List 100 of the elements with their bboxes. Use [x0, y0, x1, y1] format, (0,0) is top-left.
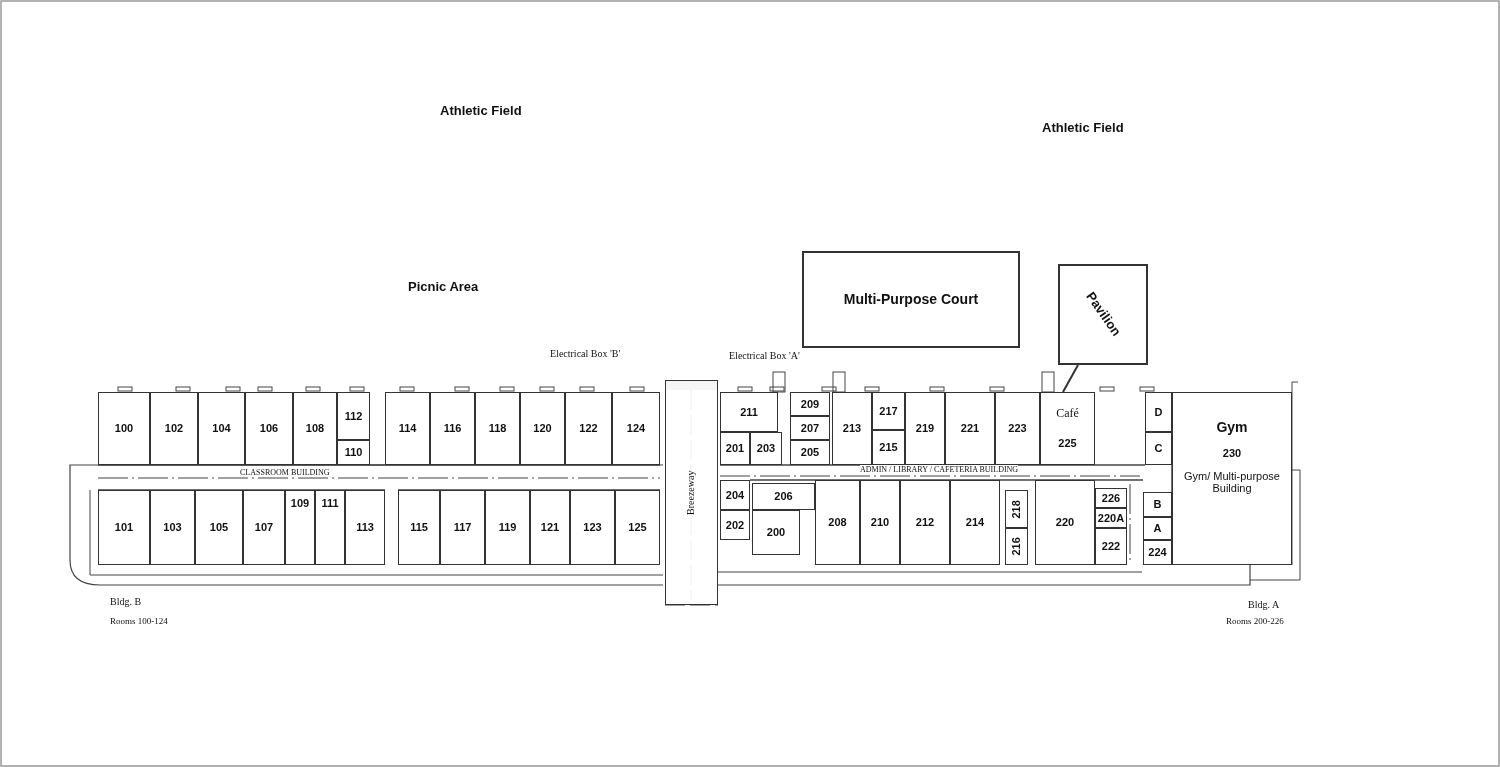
room-label: C — [1154, 442, 1163, 455]
room-label: 219 — [915, 422, 935, 435]
building-label: Bldg. B — [110, 596, 142, 607]
room-label: 201 — [725, 442, 745, 455]
room-box — [720, 432, 750, 465]
building-label: Rooms 100-124 — [110, 616, 168, 626]
room-name: Gym/ Multi-purpose Building — [1183, 469, 1281, 495]
room-label: 122 — [579, 422, 598, 435]
room-box — [752, 483, 815, 510]
room-box — [1005, 528, 1028, 565]
room-box — [790, 416, 830, 440]
room-box — [1005, 490, 1028, 528]
room-box — [832, 392, 872, 465]
area-label: Picnic Area — [408, 279, 479, 294]
room-box — [337, 440, 370, 465]
room-box — [950, 480, 1000, 565]
room-label: 223 — [1008, 422, 1027, 435]
room-box — [872, 392, 905, 430]
room-box — [900, 480, 950, 565]
building-label: ADMIN / LIBRARY / CAFETERIA BUILDING — [860, 465, 1019, 474]
room-label: 111 — [321, 497, 339, 510]
room-label: 203 — [756, 442, 776, 455]
room-label: 107 — [254, 521, 274, 534]
room-name: Café — [1056, 407, 1079, 422]
room-label: 211 — [740, 405, 758, 419]
room-label: 226 — [1101, 491, 1121, 505]
room-box — [98, 392, 150, 465]
room-box — [872, 430, 905, 465]
room-box — [860, 480, 900, 565]
room-label: 108 — [305, 422, 325, 435]
room-box — [530, 490, 570, 565]
room-box — [612, 392, 660, 465]
room-box — [1145, 392, 1172, 432]
room-label: 115 — [410, 521, 428, 534]
room-box — [790, 440, 830, 465]
room-label: 109 — [290, 497, 310, 510]
room-label: 124 — [626, 422, 646, 435]
pavilion-box — [1058, 264, 1148, 365]
room-label: 119 — [498, 521, 517, 534]
room-box — [440, 490, 485, 565]
room-box — [98, 490, 150, 565]
room-box — [1143, 540, 1172, 565]
room-label: 120 — [533, 422, 552, 435]
room-label: 204 — [725, 488, 745, 502]
room-label: 224 — [1148, 546, 1167, 559]
room-box — [905, 392, 945, 465]
room-box — [520, 392, 565, 465]
room-label: Breezeway — [685, 470, 698, 515]
room-box — [790, 392, 830, 416]
room-box — [285, 490, 315, 565]
court-box — [802, 251, 1020, 348]
room-box — [1095, 528, 1127, 565]
room-label: 110 — [344, 446, 363, 459]
room-box — [815, 480, 860, 565]
building-label: Rooms 200-226 — [1226, 616, 1284, 626]
room-box — [1035, 480, 1095, 565]
room-label: 214 — [965, 516, 985, 529]
room-box — [1145, 432, 1172, 465]
room-label: 218 — [1010, 499, 1023, 519]
room-label: 116 — [443, 422, 462, 435]
room-label: 105 — [209, 521, 229, 534]
room-box — [198, 392, 245, 465]
room-label: D — [1154, 405, 1163, 419]
box-label: Electrical Box 'A' — [729, 350, 800, 361]
room-label: 104 — [212, 422, 231, 435]
room-box — [398, 490, 440, 565]
room-label: 100 — [114, 422, 134, 435]
room-label: 102 — [164, 422, 184, 435]
room-box — [345, 490, 385, 565]
room-label: 117 — [453, 521, 472, 534]
building-label: Bldg. A — [1248, 599, 1280, 610]
room-label: 205 — [800, 446, 820, 459]
room-box — [1143, 492, 1172, 517]
room-label: 125 — [628, 521, 647, 534]
room-label: 106 — [259, 422, 279, 435]
room-box — [150, 392, 198, 465]
room-label: 213 — [842, 422, 862, 435]
room-box — [720, 510, 750, 540]
room-label: 210 — [870, 516, 890, 529]
room-box — [243, 490, 285, 565]
room-box — [565, 392, 612, 465]
building-label: CLASSROOM BUILDING — [240, 468, 330, 477]
room-label: 103 — [163, 521, 182, 534]
area-label: Athletic Field — [1042, 120, 1124, 135]
room-box — [245, 392, 293, 465]
room-box — [195, 490, 243, 565]
room-box — [945, 392, 995, 465]
room-label: 212 — [915, 516, 935, 529]
room-box — [315, 490, 345, 565]
room-box — [150, 490, 195, 565]
room-box — [485, 490, 530, 565]
room-label: 208 — [828, 516, 847, 529]
room-label: A — [1153, 522, 1162, 535]
room-label: 216 — [1010, 537, 1023, 556]
room-label: 206 — [774, 490, 793, 503]
room-name: Gym — [1216, 419, 1248, 436]
room-label: 207 — [800, 421, 820, 435]
room-box — [615, 490, 660, 565]
room-label: 215 — [879, 441, 898, 454]
room-box — [337, 392, 370, 440]
